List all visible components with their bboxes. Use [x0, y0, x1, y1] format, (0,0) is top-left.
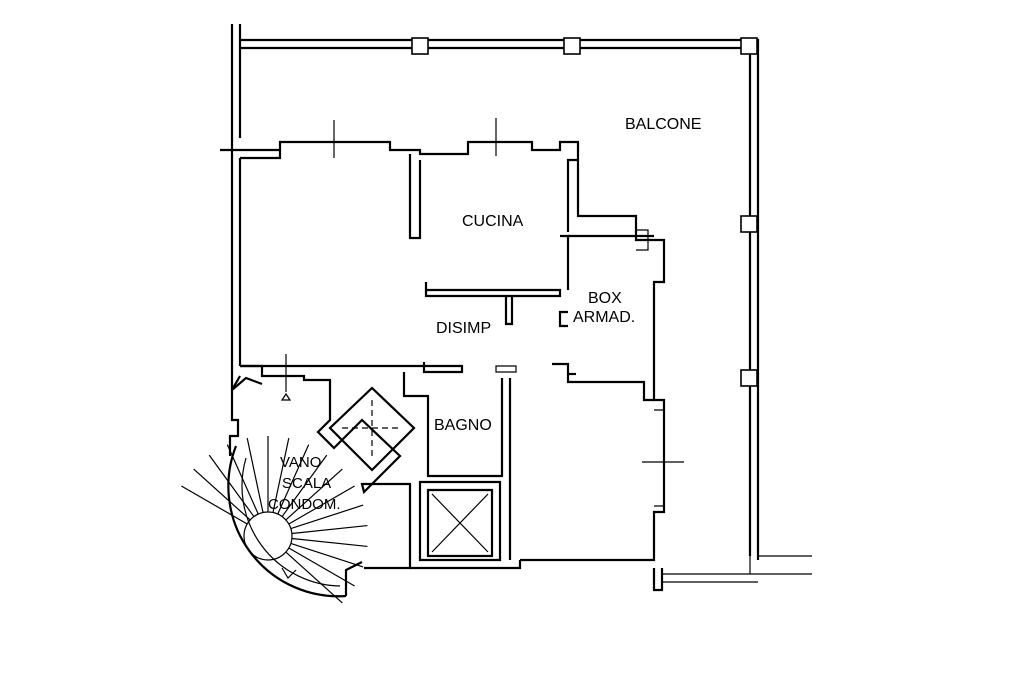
room-label-balcone: BALCONE: [625, 116, 701, 133]
window-markers: [280, 118, 684, 463]
stair-step: [291, 524, 368, 535]
stair-step: [246, 438, 264, 513]
stair-step: [281, 454, 328, 517]
stair-step: [193, 468, 251, 521]
stairwell-walls: [228, 364, 412, 570]
stair-step: [277, 444, 310, 515]
spiral-staircase: [181, 436, 368, 604]
balcony-pillars: [411, 37, 758, 387]
stair-step: [291, 537, 368, 548]
exterior-walls: [220, 140, 666, 592]
room-label-box-line1: BOX: [588, 290, 622, 307]
stair-step: [208, 454, 255, 517]
stair-steps: [181, 436, 368, 604]
elevator-shaft: [431, 493, 489, 553]
stair-step: [285, 551, 343, 604]
room-label-cucina: CUCINA: [462, 213, 524, 230]
stair-step: [288, 485, 355, 525]
stair-step: [290, 504, 364, 530]
stair-step: [290, 542, 364, 568]
stair-step: [285, 468, 343, 521]
stair-step: [272, 438, 290, 513]
room-label-bagno: BAGNO: [434, 417, 492, 434]
room-label-box-line2: ARMAD.: [573, 309, 635, 326]
stair-step: [226, 444, 259, 515]
stair-step: [181, 485, 248, 525]
interior-walls: [240, 154, 654, 562]
room-label-condom: CONDOM.: [268, 496, 341, 513]
stair-step: [288, 547, 355, 587]
room-label-vano: VANO: [280, 454, 321, 471]
room-label-disimp: DISIMP: [436, 320, 491, 337]
room-label-scala: SCALA: [282, 475, 331, 492]
duct-diamond: [328, 386, 416, 472]
